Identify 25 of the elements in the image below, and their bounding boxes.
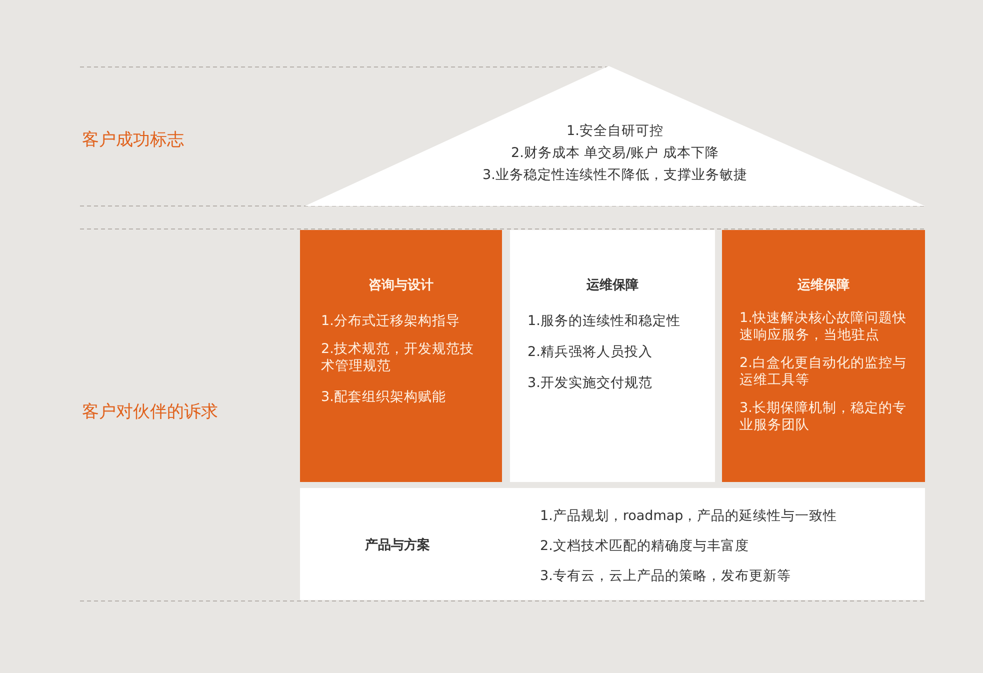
list-item: 3.配套组织架构赋能: [321, 389, 447, 406]
list-item: 2.精兵强将人员投入: [528, 344, 654, 361]
column-panel: [300, 230, 502, 482]
goal-text: 3.业务稳定性连续性不降低，支撑业务敏捷: [482, 167, 748, 184]
list-item: 3.开发实施交付规范: [528, 375, 654, 392]
list-item: 1.服务的连续性和稳定性: [528, 313, 682, 330]
list-item: 1.产品规划，roadmap，产品的延续性与一致性: [540, 508, 838, 525]
column-panel: [510, 230, 715, 482]
list-item: 3.专有云，云上产品的策略，发布更新等: [540, 568, 791, 585]
list-item: 3.长期保障机制，稳定的专业服务团队: [740, 400, 908, 434]
column-panel: [722, 230, 925, 482]
base-panel: [300, 488, 925, 600]
column-heading: 运维保障: [798, 276, 850, 294]
row-label: 客户成功标志: [82, 129, 184, 151]
column-heading: 咨询与设计: [368, 277, 434, 294]
column-heading: 运维保障: [586, 276, 638, 294]
list-item: 2.白盒化更自动化的监控与运维工具等: [740, 355, 908, 389]
row-label: 客户对伙伴的诉求: [82, 401, 218, 423]
list-item: 2.技术规范，开发规范技术管理规范: [321, 341, 475, 375]
list-item: 1.分布式迁移架构指导: [321, 313, 461, 330]
panel-heading: 产品与方案: [365, 536, 430, 554]
list-item: 2.文档技术匹配的精确度与丰富度: [540, 538, 749, 555]
goal-text: 1.安全自研可控: [566, 123, 664, 140]
list-item: 1.快速解决核心故障问题快速响应服务，当地驻点: [740, 310, 908, 344]
goal-text: 2.财务成本 单交易/账户 成本下降: [510, 145, 719, 162]
